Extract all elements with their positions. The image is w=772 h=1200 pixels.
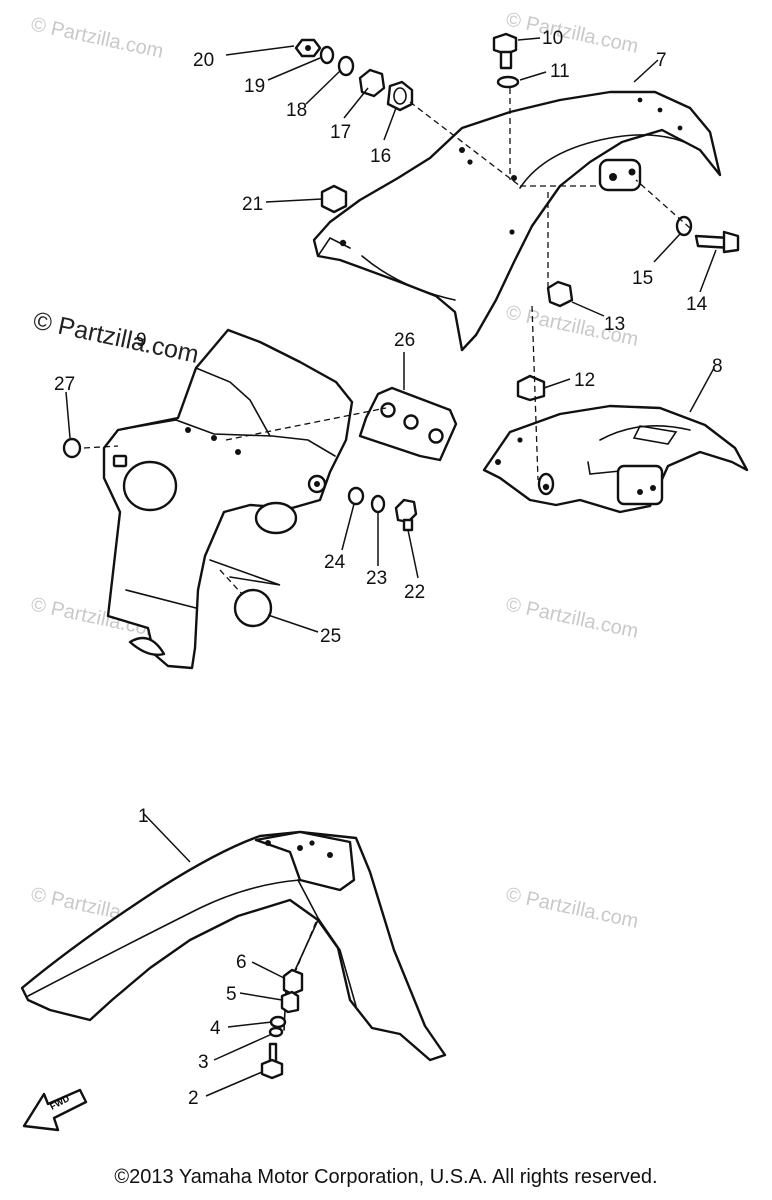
reflector-part-25 [233, 588, 273, 628]
washer-part-11 [496, 75, 520, 89]
collar-part-17 [358, 68, 386, 98]
grommet-part-16 [386, 80, 414, 112]
washer-part-18 [337, 55, 355, 77]
bolt-part-10 [492, 32, 518, 56]
label-part-23: 23 [366, 568, 387, 589]
washer-part-15 [675, 215, 693, 237]
label-part-11: 11 [550, 61, 570, 82]
label-part-12: 12 [574, 370, 595, 391]
label-part-16: 16 [370, 146, 391, 167]
grommet-part-27 [62, 437, 82, 459]
label-part-1: 1 [138, 806, 149, 827]
leader-lines [65, 37, 717, 1097]
label-part-13: 13 [604, 314, 625, 335]
label-part-18: 18 [286, 100, 307, 121]
front-fender-part-1 [20, 830, 447, 1062]
part-labels: 20 19 18 17 16 21 10 11 7 15 14 13 12 8 … [54, 28, 723, 1109]
plate-bracket-part-26 [358, 386, 458, 462]
screw-part-22 [394, 498, 418, 524]
label-part-22: 22 [404, 582, 425, 603]
label-part-14: 14 [686, 294, 708, 315]
collar-part-5 [280, 990, 300, 1014]
label-part-24: 24 [324, 552, 346, 573]
label-part-8: 8 [712, 356, 723, 377]
rear-fender-part-8 [482, 404, 749, 514]
washer-part-23 [370, 494, 386, 514]
label-part-9: 9 [136, 330, 147, 351]
washer-part-19 [319, 45, 335, 65]
label-part-6: 6 [236, 952, 247, 973]
fwd-direction-badge: FWD [22, 1088, 88, 1132]
watermark: © Partzilla.com [504, 883, 640, 933]
copyright-notice: ©2013 Yamaha Motor Corporation, U.S.A. A… [114, 1166, 658, 1188]
rear-fender-part-7 [312, 90, 722, 352]
grommet-part-12 [516, 374, 546, 402]
nut-part-13 [546, 280, 574, 308]
label-part-27: 27 [54, 374, 75, 395]
label-part-19: 19 [244, 76, 265, 97]
grommet-part-6 [282, 968, 304, 996]
label-part-5: 5 [226, 984, 237, 1005]
watermark: © Partzilla.com [504, 8, 640, 58]
hardware [62, 32, 740, 1080]
washer-part-24 [347, 486, 365, 506]
label-part-4: 4 [210, 1018, 221, 1039]
label-part-7: 7 [656, 50, 667, 71]
assembly-lines [83, 88, 691, 971]
label-part-3: 3 [198, 1052, 209, 1073]
watermark: © Partzilla.com [504, 593, 640, 643]
label-part-26: 26 [394, 330, 415, 351]
washer-part-4 [269, 1015, 287, 1029]
watermark-large: © Partzilla.com [31, 306, 202, 368]
label-part-21: 21 [242, 194, 263, 215]
label-part-10: 10 [542, 28, 563, 49]
watermark: © Partzilla.com [29, 13, 165, 63]
label-part-25: 25 [320, 626, 341, 647]
label-part-15: 15 [632, 268, 653, 289]
grommet-part-21 [320, 184, 348, 214]
label-part-20: 20 [193, 50, 214, 71]
label-part-17: 17 [330, 122, 351, 143]
tail-bracket-part-9 [102, 328, 354, 670]
label-part-2: 2 [188, 1088, 199, 1109]
